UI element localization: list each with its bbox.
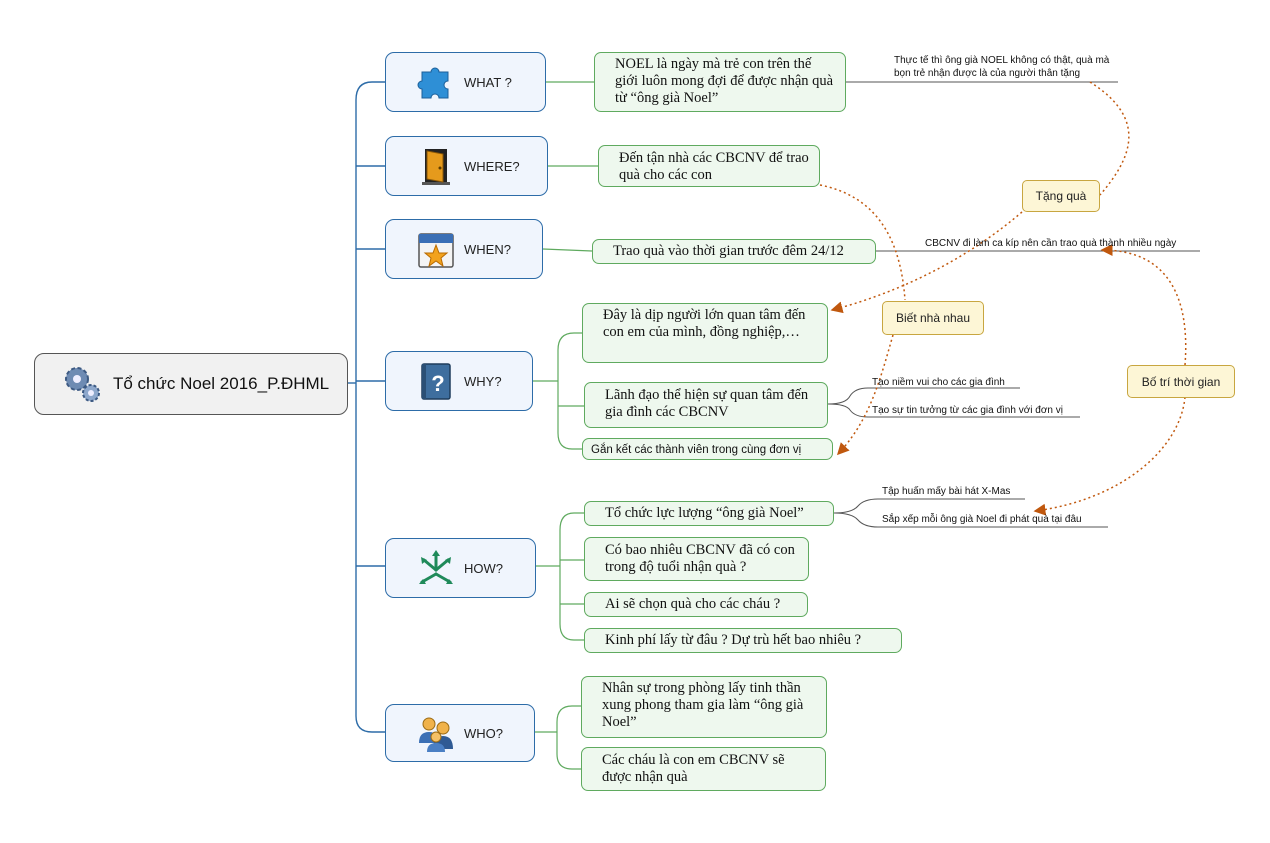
how-leaf-4[interactable]: Kinh phí lấy từ đâu ? Dự trù hết bao nhi… (584, 628, 902, 653)
how-note-2: Sắp xếp mỗi ông già Noel đi phát quà tại… (882, 514, 1082, 525)
what-leaf-1[interactable]: NOEL là ngày mà trẻ con trên thế giới lu… (594, 52, 846, 112)
why-note-2: Tạo sự tin tưởng từ các gia đình với đơn… (872, 405, 1063, 416)
branch-who-label: WHO? (464, 725, 503, 741)
door-icon (422, 149, 450, 185)
where-leaf-1[interactable]: Đến tận nhà các CBCNV để trao quà cho cá… (598, 145, 820, 187)
when-note-1: CBCNV đi làm ca kíp nên cần trao quà thà… (925, 238, 1177, 249)
why-note-1: Tạo niềm vui cho các gia đình (872, 377, 1005, 388)
branch-who[interactable]: WHO? (385, 704, 535, 762)
how-leaf-3[interactable]: Ai sẽ chọn quà cho các cháu ? (584, 592, 808, 617)
svg-text:?: ? (431, 371, 444, 396)
branch-how-label: HOW? (464, 560, 503, 576)
people-icon (419, 717, 453, 752)
branch-what[interactable]: WHAT ? (385, 52, 546, 112)
when-leaf-1[interactable]: Trao quà vào thời gian trước đêm 24/12 (592, 239, 876, 264)
root-topic[interactable]: Tổ chức Noel 2016_P.ĐHML (34, 353, 348, 415)
how-leaf-2[interactable]: Có bao nhiêu CBCNV đã có con trong độ tu… (584, 537, 809, 581)
arrows-spread-icon (419, 550, 453, 584)
what-note-1: Thực tế thì ông già NOEL không có thật, … (894, 55, 1110, 79)
why-leaf-1[interactable]: Đây là dịp người lớn quan tâm đến con em… (582, 303, 828, 363)
calendar-star-icon (418, 233, 454, 268)
branch-where[interactable]: WHERE? (385, 136, 548, 196)
callout-bo-tri-thoi-gian[interactable]: Bố trí thời gian (1127, 365, 1235, 398)
branch-why-label: WHY? (464, 373, 502, 389)
branch-when[interactable]: WHEN? (385, 219, 543, 279)
why-leaf-2[interactable]: Lãnh đạo thể hiện sự quan tâm đến gia đì… (584, 382, 828, 428)
branch-when-label: WHEN? (464, 241, 511, 257)
why-leaf-3[interactable]: Gắn kết các thành viên trong cùng đơn vị (582, 438, 833, 460)
how-note-1: Tập huấn mấy bài hát X-Mas (882, 486, 1011, 497)
how-leaf-1[interactable]: Tổ chức lực lượng “ông già Noel” (584, 501, 834, 526)
puzzle-icon (417, 67, 449, 99)
root-label: Tổ chức Noel 2016_P.ĐHML (113, 374, 330, 393)
who-leaf-1[interactable]: Nhân sự trong phòng lấy tinh thần xung p… (581, 676, 827, 738)
callout-biet-nha-nhau[interactable]: Biết nhà nhau (882, 301, 984, 335)
callout-tang-qua[interactable]: Tặng quà (1022, 180, 1100, 212)
question-book-icon: ? (421, 363, 451, 400)
branch-how[interactable]: HOW? (385, 538, 536, 598)
who-leaf-2[interactable]: Các cháu là con em CBCNV sẽ được nhận qu… (581, 747, 826, 791)
branch-what-label: WHAT ? (464, 74, 512, 90)
gears-icon (65, 367, 100, 402)
branch-where-label: WHERE? (464, 158, 520, 174)
branch-why[interactable]: ? WHY? (385, 351, 533, 411)
